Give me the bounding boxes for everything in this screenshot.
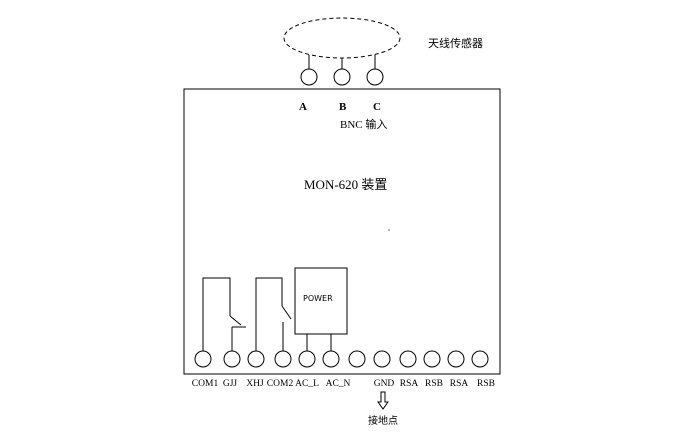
antenna-sensor-label: 天线传感器 xyxy=(428,36,483,50)
terminal-label-com1: COM1 xyxy=(192,379,219,389)
terminal-rsb-1 xyxy=(423,350,441,368)
ground-label: 接地点 xyxy=(368,414,398,427)
bnc-label-c: C xyxy=(373,101,381,113)
terminal-label-xhj: XHJ xyxy=(246,379,264,389)
terminal-label-rsa-2: RSA xyxy=(450,379,469,389)
bnc-input-label: BNC 输入 xyxy=(340,117,387,131)
terminal-ac-n xyxy=(322,350,340,368)
terminal-label-gjj: GJJ xyxy=(223,379,238,389)
terminal-spare xyxy=(348,350,366,368)
terminal-label-rsb-2: RSB xyxy=(477,379,495,389)
relay-1-contact xyxy=(229,315,242,326)
bnc-connector-c xyxy=(366,68,384,86)
ground-arrow-icon xyxy=(377,391,389,410)
terminal-com1 xyxy=(194,350,212,368)
relay-2-contact xyxy=(281,305,292,320)
terminal-ac-l xyxy=(298,350,316,368)
terminal-gjj xyxy=(223,350,241,368)
power-module-box xyxy=(294,267,348,335)
terminal-com2 xyxy=(274,350,292,368)
bnc-label-a: A xyxy=(299,101,307,113)
terminal-rsa-2 xyxy=(447,350,465,368)
terminal-xhj xyxy=(247,350,265,368)
terminal-rsb-2 xyxy=(471,350,489,368)
device-title: MON-620 装置 xyxy=(304,177,387,192)
stray-dot xyxy=(388,229,390,231)
antenna-sensor-ellipse xyxy=(283,17,401,59)
bnc-connector-b xyxy=(333,68,351,86)
relay-1-com-wire xyxy=(202,277,231,351)
terminal-label-ac-n: AC_N xyxy=(326,379,351,389)
bnc-label-b: B xyxy=(339,101,347,113)
terminal-label-ac-l: AC_L xyxy=(295,379,319,389)
bnc-connector-a xyxy=(300,68,318,86)
terminal-label-rsa-1: RSA xyxy=(400,379,419,389)
relay-2-com-wire xyxy=(255,277,283,351)
terminal-rsa-1 xyxy=(399,350,417,368)
terminal-label-com2: COM2 xyxy=(267,379,294,389)
power-module-label: POWER xyxy=(303,294,333,303)
terminal-label-gnd: GND xyxy=(374,379,395,389)
terminal-label-rsb-1: RSB xyxy=(425,379,443,389)
terminal-gnd xyxy=(373,350,391,368)
device-box xyxy=(183,88,501,375)
